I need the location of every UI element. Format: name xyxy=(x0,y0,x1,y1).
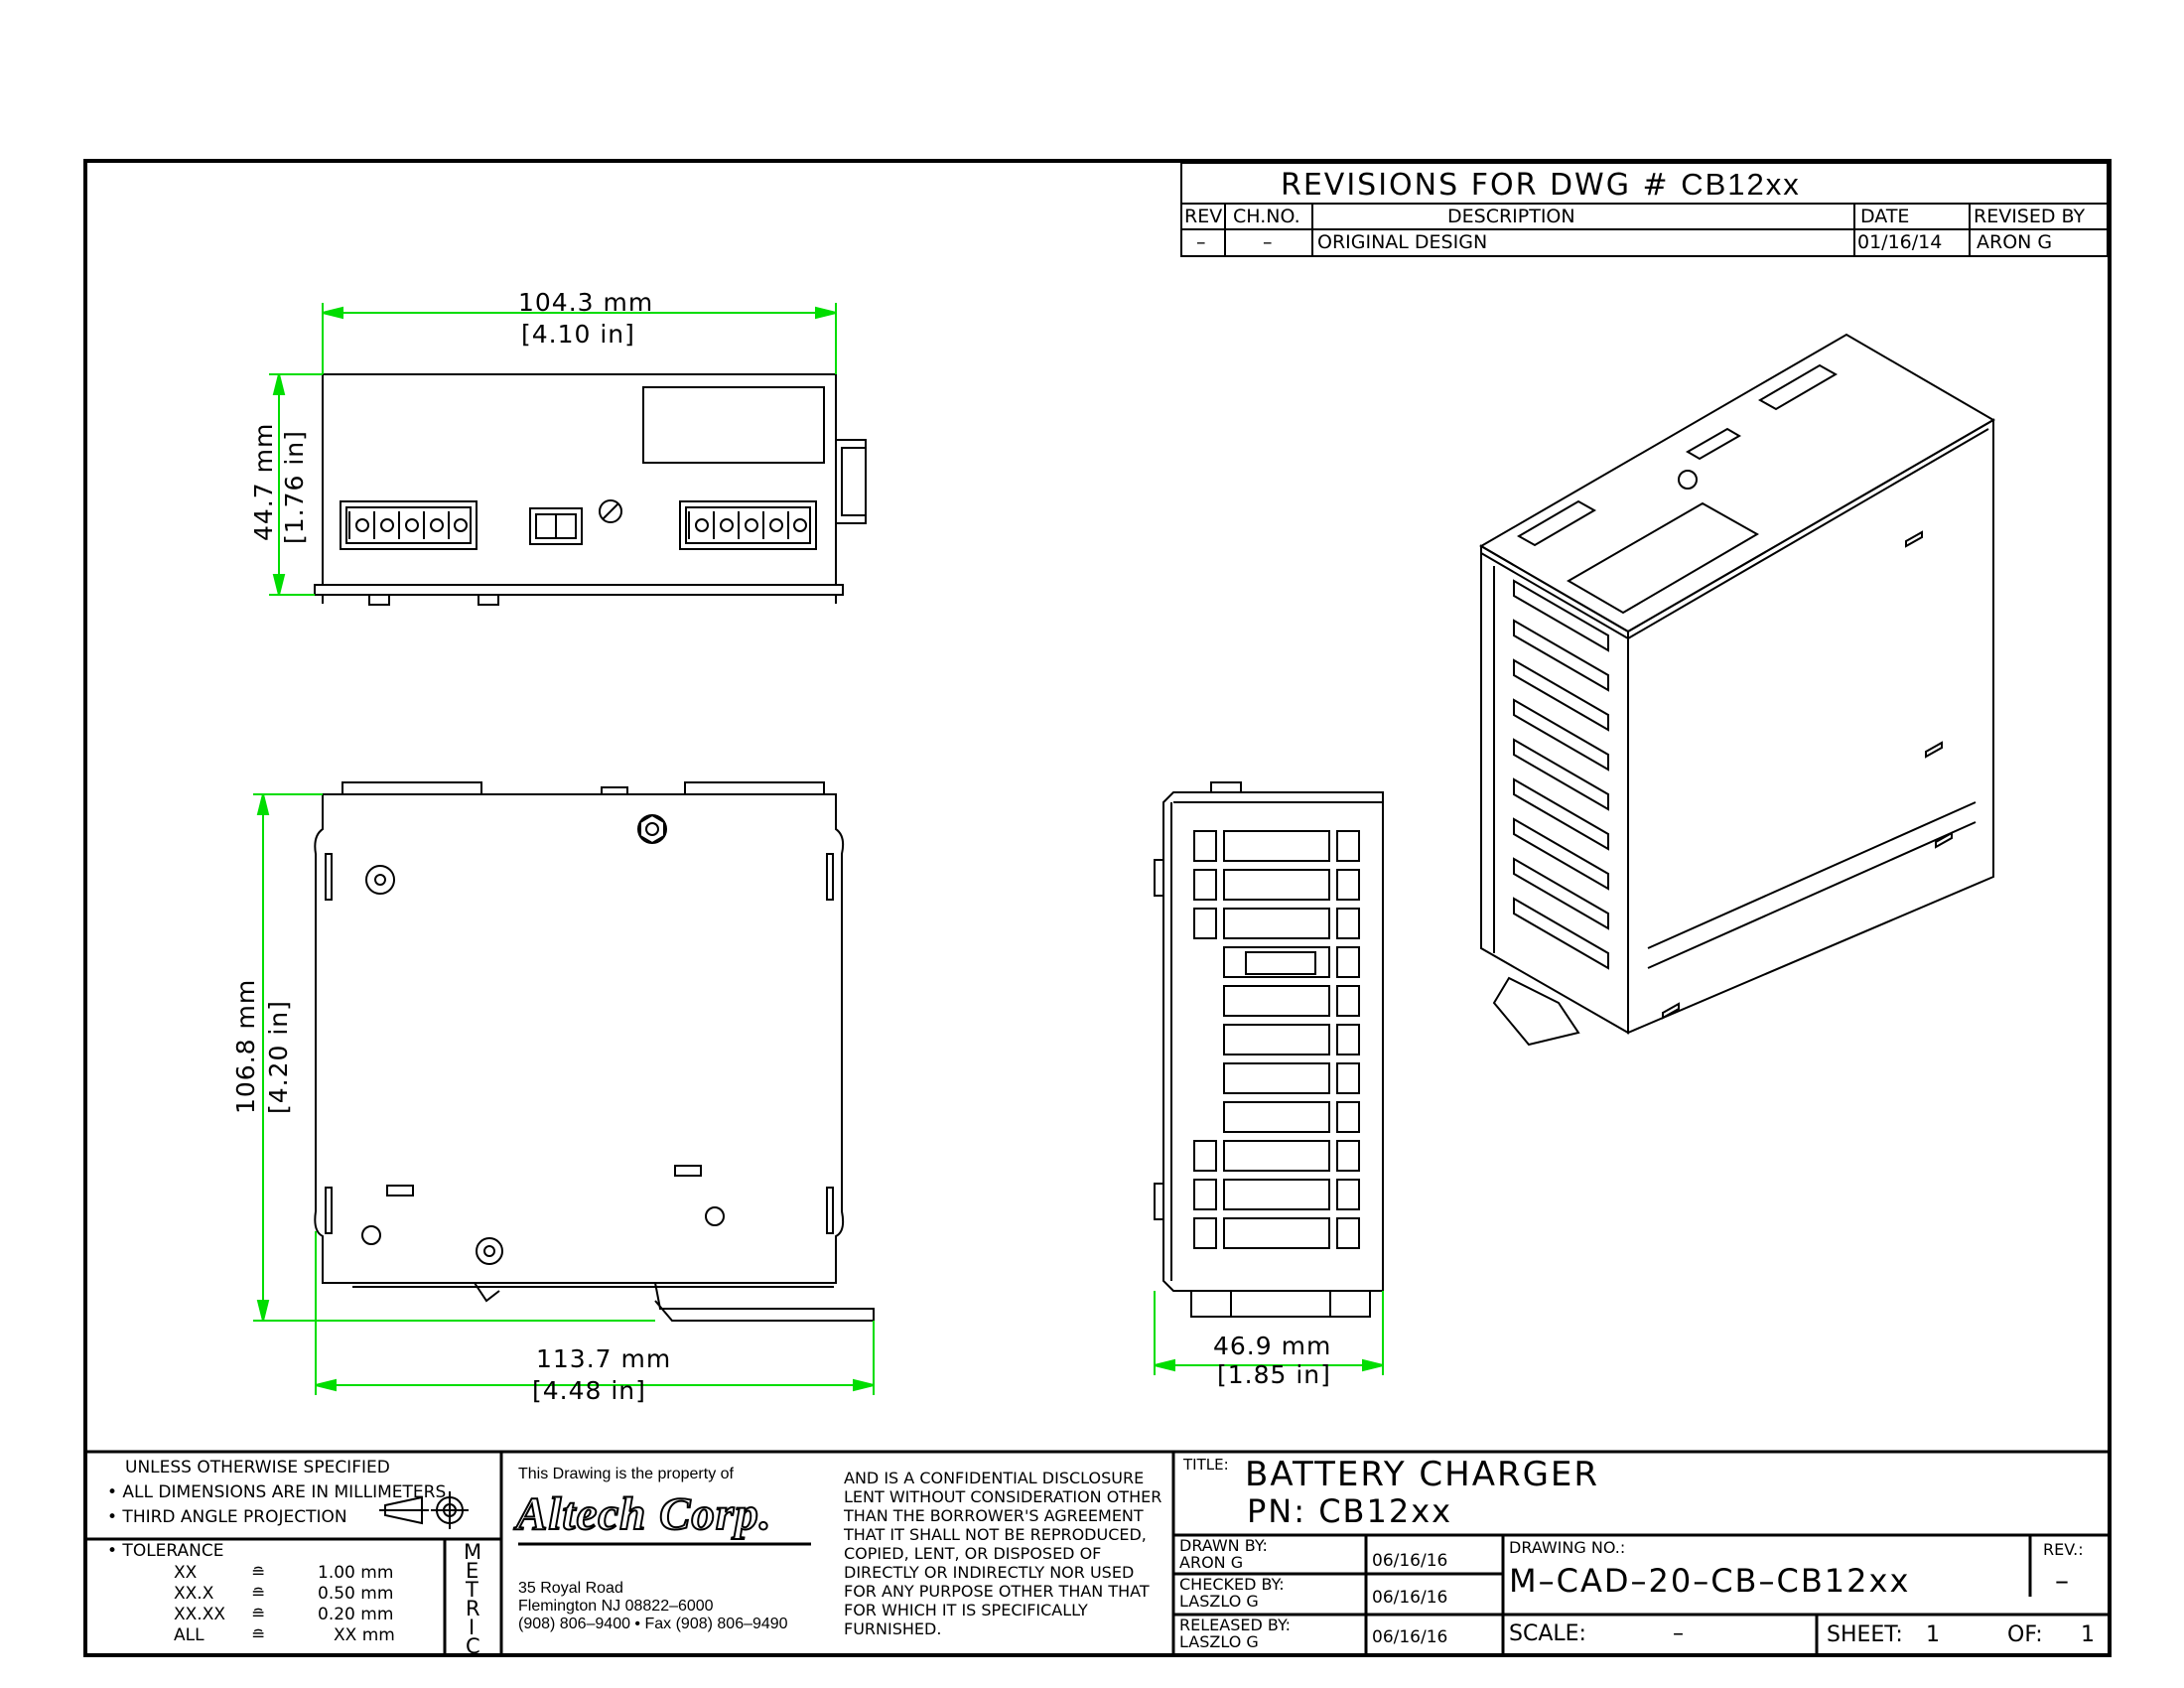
tolerance-value: XX mm xyxy=(334,1625,395,1645)
tolerance-title: • TOLERANCE xyxy=(107,1541,224,1561)
confidential-line: FURNISHED. xyxy=(844,1619,942,1638)
front-height-mm-label: 44.7 mm xyxy=(249,422,278,541)
tolerance-code: ALL xyxy=(174,1625,205,1645)
side-width-in-label: [1.85 in] xyxy=(1217,1360,1331,1389)
company-phone: (908) 806–9400 • Fax (908) 806–9490 xyxy=(518,1616,788,1632)
confidential-line: THAT IT SHALL NOT BE REPRODUCED, xyxy=(844,1525,1147,1544)
confidential-notice: AND IS A CONFIDENTIAL DISCLOSURE LENT WI… xyxy=(844,1469,1161,1638)
front-right-connector-pins xyxy=(688,511,807,539)
front-width-mm-label: 104.3 mm xyxy=(518,288,654,317)
top-depth-mm-label: 106.8 mm xyxy=(231,978,260,1114)
company-logo-underline xyxy=(518,1542,811,1546)
drawing-border xyxy=(83,159,2112,1657)
title-block-lines xyxy=(85,1450,2108,1655)
metric-letter: R xyxy=(466,1597,480,1620)
revision-value: – xyxy=(2055,1564,2069,1597)
property-statement: This Drawing is the property of xyxy=(518,1466,734,1482)
rev-col-header: REV xyxy=(1184,206,1223,227)
front-width-in-label: [4.10 in] xyxy=(521,320,635,349)
front-view xyxy=(314,373,867,606)
tolerance-symbol: ≘ xyxy=(251,1563,266,1583)
revision-row-revised-by: ARON G xyxy=(1977,231,2053,253)
part-number: PN: CB12xx xyxy=(1247,1492,1453,1530)
drawing-number: M–CAD–20–CB–CB12xx xyxy=(1509,1562,1911,1600)
side-view xyxy=(1154,781,1384,1318)
scale-label: SCALE: xyxy=(1509,1621,1586,1646)
metric-letter: C xyxy=(466,1634,480,1658)
confidential-line: FOR WHICH IT IS SPECIFICALLY xyxy=(844,1601,1088,1619)
released-by-value: LASZLO G xyxy=(1179,1632,1259,1651)
company-address-line2: Flemington NJ 08822–6000 xyxy=(518,1598,714,1615)
front-left-connector-pins xyxy=(348,511,468,539)
revisions-header: REVISIONS FOR DWG # CB12xx xyxy=(1281,169,1801,201)
revision-row-date: 01/16/14 xyxy=(1857,231,1943,253)
confidential-line: THAN THE BORROWER'S AGREEMENT xyxy=(844,1506,1144,1525)
of-label: OF: xyxy=(2007,1622,2043,1647)
of-value: 1 xyxy=(2081,1622,2095,1647)
drawn-by-label: DRAWN BY: xyxy=(1179,1536,1268,1555)
tolerance-code: XX xyxy=(174,1563,198,1583)
top-view xyxy=(314,781,875,1322)
confidential-line: COPIED, LENT, OR DISPOSED OF xyxy=(844,1544,1102,1563)
confidential-line: AND IS A CONFIDENTIAL DISCLOSURE xyxy=(844,1469,1145,1487)
metric-letter: E xyxy=(466,1559,479,1583)
released-by-label: RELEASED BY: xyxy=(1179,1616,1292,1634)
notes-unless: UNLESS OTHERWISE SPECIFIED xyxy=(125,1458,390,1477)
top-width-in-label: [4.48 in] xyxy=(532,1376,646,1405)
drawn-date: 06/16/16 xyxy=(1372,1551,1448,1571)
tolerance-symbol: ≘ xyxy=(251,1625,266,1645)
revision-row-chno: – xyxy=(1263,231,1273,253)
metric-letter: M xyxy=(464,1540,482,1564)
checked-date: 06/16/16 xyxy=(1372,1588,1448,1608)
notes-bullet-dimensions: • ALL DIMENSIONS ARE IN MILLIMETERS xyxy=(107,1482,447,1502)
isometric-view xyxy=(1479,333,1995,1047)
drawing-number-label: DRAWING NO.: xyxy=(1509,1538,1626,1557)
tolerance-value: 0.50 mm xyxy=(318,1584,394,1604)
revision-row-description: ORIGINAL DESIGN xyxy=(1317,231,1488,253)
scale-value: – xyxy=(1673,1621,1684,1646)
revision-row-rev: – xyxy=(1196,231,1206,253)
side-width-mm-label: 46.9 mm xyxy=(1213,1332,1332,1360)
checked-by-value: LASZLO G xyxy=(1179,1592,1259,1611)
dimension-lines xyxy=(253,303,1384,1395)
company-logo: Altech Corp. xyxy=(515,1488,772,1540)
confidential-line: FOR ANY PURPOSE OTHER THAN THAT xyxy=(844,1582,1150,1601)
metric-letter: I xyxy=(469,1616,476,1639)
tolerance-value: 0.20 mm xyxy=(318,1605,394,1624)
revision-table-lines xyxy=(1180,162,2109,257)
third-angle-projection-symbol xyxy=(379,1491,469,1529)
confidential-line: DIRECTLY OR INDIRECTLY NOR USED xyxy=(844,1563,1135,1582)
revisions-header-label: REVISIONS FOR DWG # xyxy=(1281,168,1670,203)
confidential-line: LENT WITHOUT CONSIDERATION OTHER xyxy=(844,1487,1162,1506)
revision-label: REV.: xyxy=(2043,1540,2084,1559)
tolerance-symbol: ≘ xyxy=(251,1605,266,1624)
tolerance-symbol: ≘ xyxy=(251,1584,266,1604)
tolerance-value: 1.00 mm xyxy=(318,1563,394,1583)
revised-by-col-header: REVISED BY xyxy=(1974,206,2086,227)
company-address-line1: 35 Royal Road xyxy=(518,1580,623,1597)
metric-letter: T xyxy=(466,1578,478,1602)
side-view-vent-slots xyxy=(1193,830,1360,1249)
notes-bullet-projection: • THIRD ANGLE PROJECTION xyxy=(107,1507,347,1527)
description-col-header: DESCRIPTION xyxy=(1447,206,1575,227)
chno-col-header: CH.NO. xyxy=(1233,206,1300,227)
drawing-title: BATTERY CHARGER xyxy=(1245,1455,1600,1494)
checked-by-label: CHECKED BY: xyxy=(1179,1575,1285,1594)
sheet-value: 1 xyxy=(1926,1622,1940,1647)
top-width-mm-label: 113.7 mm xyxy=(536,1344,672,1373)
tolerance-code: XX.XX xyxy=(174,1605,225,1624)
title-label: TITLE: xyxy=(1183,1456,1229,1474)
top-depth-in-label: [4.20 in] xyxy=(264,1000,293,1114)
revisions-dwg-number: CB12xx xyxy=(1681,167,1801,202)
tolerance-code: XX.X xyxy=(174,1584,214,1604)
drawn-by-value: ARON G xyxy=(1179,1553,1244,1572)
front-height-in-label: [1.76 in] xyxy=(280,430,309,544)
released-date: 06/16/16 xyxy=(1372,1627,1448,1647)
isometric-vent-slots xyxy=(1513,579,1609,970)
sheet-label: SHEET: xyxy=(1827,1622,1903,1647)
date-col-header: DATE xyxy=(1860,206,1910,227)
